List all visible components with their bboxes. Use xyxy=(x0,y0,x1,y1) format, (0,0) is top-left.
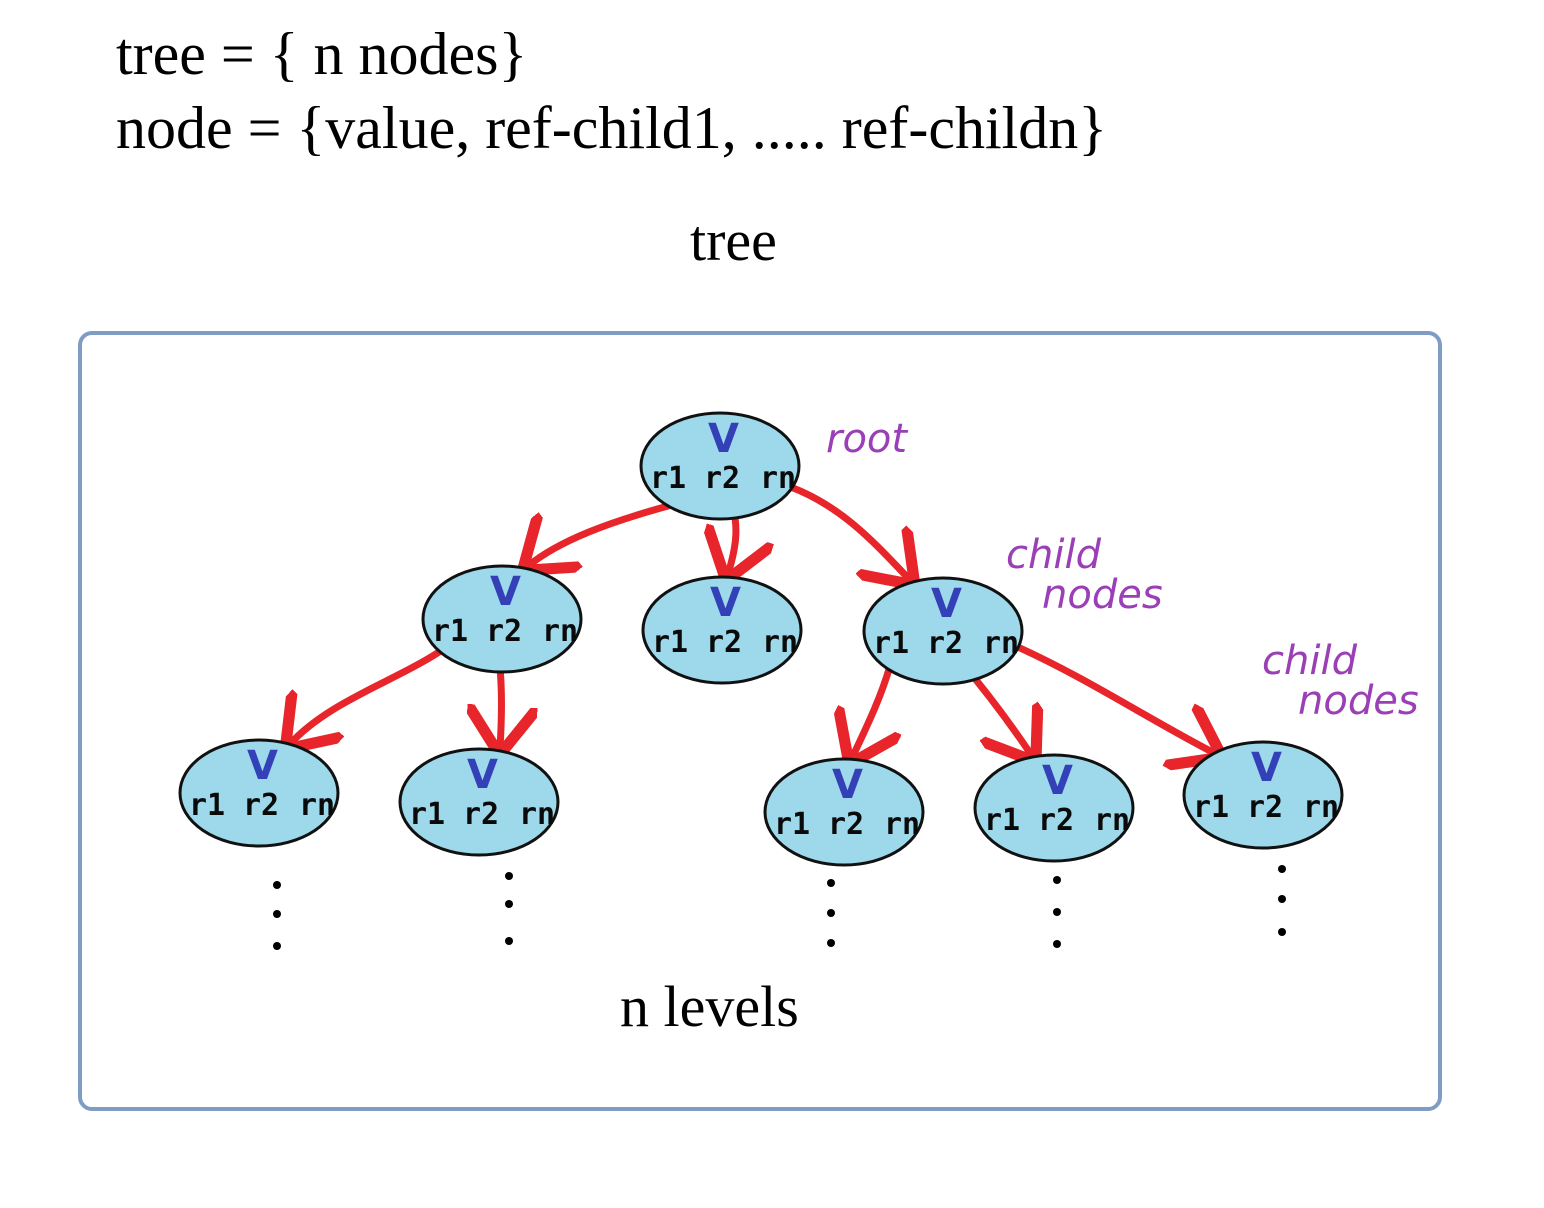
node-reference-label: rn xyxy=(519,797,555,832)
node-ellipse xyxy=(862,576,1024,686)
child-reference-arrow xyxy=(852,662,890,758)
node-reference-label: r1 xyxy=(873,626,909,661)
node-reference-label: r1 xyxy=(189,788,225,823)
continuation-dot xyxy=(1278,895,1286,903)
node-reference-label: r1 xyxy=(984,803,1020,838)
child-reference-arrow xyxy=(290,642,452,744)
tree-definition: tree = { n nodes} xyxy=(116,21,528,87)
continuation-dot xyxy=(1278,928,1286,936)
node-reference-label: r2 xyxy=(704,461,740,496)
node-definition: node = {value, ref-child1, ..... ref-chi… xyxy=(116,95,1108,161)
node-ellipse xyxy=(763,757,925,867)
node-value-label: V xyxy=(931,581,962,627)
levels-label: n levels xyxy=(620,974,799,1039)
node-value-label: V xyxy=(1251,745,1282,791)
node-ellipse xyxy=(398,747,560,857)
node-reference-label: r1 xyxy=(650,461,686,496)
continuation-dot xyxy=(827,879,835,887)
continuation-dot xyxy=(1278,865,1286,873)
node-reference-label: r2 xyxy=(463,797,499,832)
continuation-dot xyxy=(273,942,281,950)
node-reference-label: r1 xyxy=(652,625,688,660)
tree-node-l3-a: Vr1 r2 rn xyxy=(178,738,340,848)
continuation-dot xyxy=(1053,908,1061,916)
tree-node-l3-c: Vr1 r2 rn xyxy=(763,757,925,867)
node-reference-label: r2 xyxy=(828,807,864,842)
tree-node-l2-b: Vr1 r2 rn xyxy=(641,575,803,685)
node-reference-label: rn xyxy=(762,625,798,660)
tree-node-l2-a: Vr1 r2 rn xyxy=(421,564,583,674)
node-ellipse xyxy=(641,575,803,685)
node-reference-label: r2 xyxy=(706,625,742,660)
node-value-label: V xyxy=(1042,758,1073,804)
node-reference-label: rn xyxy=(542,614,578,649)
tree-node-root: Vr1 r2 rn xyxy=(639,411,801,521)
continuation-dot xyxy=(1053,940,1061,948)
node-ellipse xyxy=(421,564,583,674)
node-ellipse xyxy=(178,738,340,848)
child-nodes-annotation-1-line2: nodes xyxy=(1042,572,1163,618)
node-reference-label: rn xyxy=(884,807,920,842)
continuation-dot xyxy=(273,881,281,889)
node-value-label: V xyxy=(708,416,739,462)
continuation-dot xyxy=(273,910,281,918)
tree-node-l2-c: Vr1 r2 rn xyxy=(862,576,1024,686)
node-reference-label: rn xyxy=(983,626,1019,661)
node-reference-label: r2 xyxy=(1247,790,1283,825)
node-reference-label: rn xyxy=(760,461,796,496)
node-reference-label: r1 xyxy=(774,807,810,842)
node-ellipse xyxy=(973,753,1135,863)
node-reference-label: r2 xyxy=(927,626,963,661)
child-reference-arrow xyxy=(784,482,910,580)
child-nodes-annotation-2-line2: nodes xyxy=(1298,678,1419,724)
node-ellipse xyxy=(1182,740,1344,850)
continuation-dot xyxy=(505,937,513,945)
child-reference-arrow xyxy=(500,664,502,748)
node-value-label: V xyxy=(490,569,521,615)
tree-title: tree xyxy=(690,208,777,273)
child-nodes-annotation-1-line1: child xyxy=(1006,532,1102,578)
node-reference-label: r2 xyxy=(486,614,522,649)
node-value-label: V xyxy=(467,752,498,798)
continuation-dot xyxy=(827,939,835,947)
tree-node-l3-d: Vr1 r2 rn xyxy=(973,753,1135,863)
node-value-label: V xyxy=(832,762,863,808)
node-ellipse xyxy=(639,411,801,521)
node-reference-label: r1 xyxy=(409,797,445,832)
child-reference-arrow xyxy=(1016,644,1216,754)
node-reference-label: r1 xyxy=(1193,790,1229,825)
node-value-label: V xyxy=(710,580,741,626)
child-reference-arrow xyxy=(528,502,672,566)
continuation-dots xyxy=(273,865,1286,950)
node-value-label: V xyxy=(247,743,278,789)
continuation-dot xyxy=(505,900,513,908)
node-reference-label: r2 xyxy=(243,788,279,823)
node-reference-label: r1 xyxy=(432,614,468,649)
continuation-dot xyxy=(1053,876,1061,884)
node-reference-label: rn xyxy=(1094,803,1130,838)
tree-node-l3-b: Vr1 r2 rn xyxy=(398,747,560,857)
continuation-dot xyxy=(827,909,835,917)
child-nodes-annotation-2-line1: child xyxy=(1262,638,1358,684)
root-annotation: root xyxy=(826,416,908,462)
node-reference-label: r2 xyxy=(1038,803,1074,838)
tree-node-l3-e: Vr1 r2 rn xyxy=(1182,740,1344,850)
continuation-dot xyxy=(505,872,513,880)
tree-frame xyxy=(78,331,1442,1111)
node-reference-label: rn xyxy=(1303,790,1339,825)
node-reference-label: rn xyxy=(299,788,335,823)
